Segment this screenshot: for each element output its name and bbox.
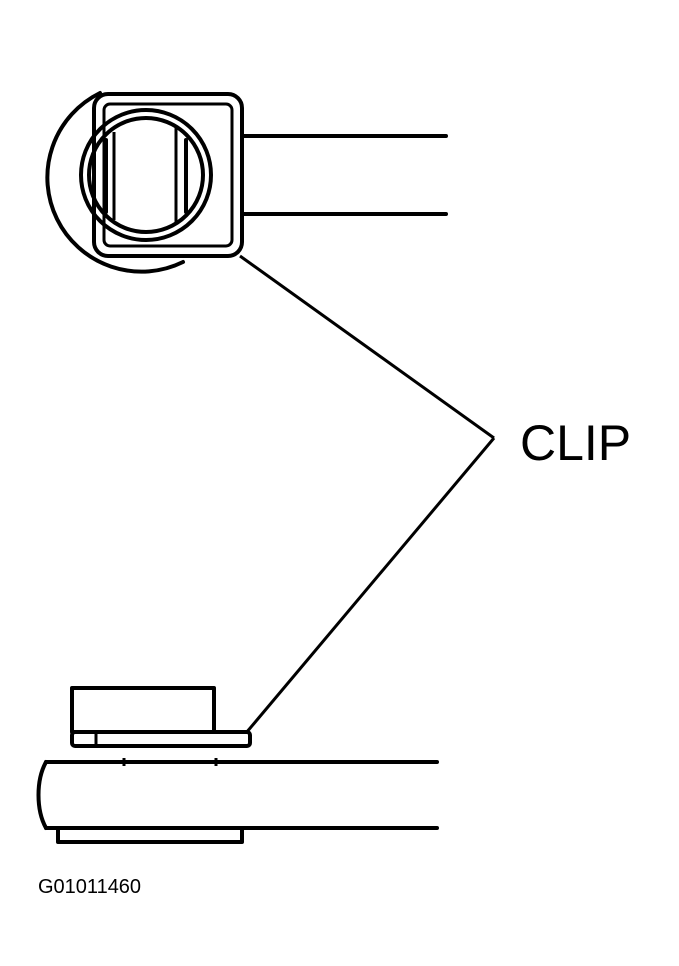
bottom-view-pipe-with-clip [36,686,439,844]
bottom-clip-block [70,686,216,734]
top-fitting-outer-ring [45,91,185,274]
callout-leader-lines [239,254,496,734]
bottom-clip-tab [70,730,252,748]
top-bore-hatching [104,128,188,222]
figure-id: G01011460 [38,876,141,898]
clip-callout-label: CLIP [520,415,631,471]
top-pipe-bore-outer [79,108,213,242]
top-pipe-bore-inner [87,116,205,234]
top-pipe-body [240,134,448,216]
top-view-pipe-with-clip [45,91,448,274]
bottom-pipe-body [36,758,439,830]
top-clip-frame [92,92,244,258]
bottom-clip-lower-tab [56,826,244,844]
